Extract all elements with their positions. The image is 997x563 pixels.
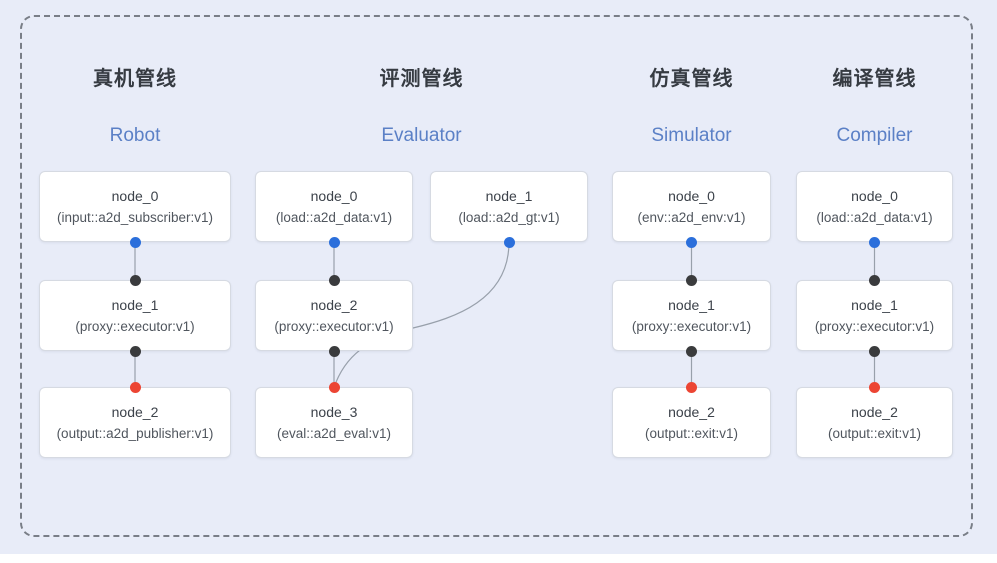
node-label: node_1 — [111, 296, 159, 313]
evaluator-node-1-output-port-dot — [503, 236, 515, 248]
robot-node-0-output-port-dot — [129, 236, 141, 248]
node-type: (load::a2d_data:v1) — [275, 209, 393, 225]
page-bottom-strip — [0, 554, 997, 563]
node-type: (load::a2d_gt:v1) — [458, 209, 560, 225]
robot-node-2-input-port-dot — [129, 381, 141, 393]
evaluator-node-2-input-port-dot — [328, 274, 340, 286]
simulator-node-0-output-port-dot — [686, 236, 697, 248]
node-type: (output::exit:v1) — [827, 425, 922, 441]
compiler-node-0: node_0 (load::a2d_data:v1) — [796, 171, 953, 242]
simulator-node-2: node_2 (output::exit:v1) — [612, 387, 771, 458]
node-label: node_2 — [851, 403, 898, 420]
simulator-title-en: Simulator — [651, 125, 732, 146]
node-label: node_1 — [485, 187, 533, 204]
simulator-node-1: node_1 (proxy::executor:v1) — [612, 280, 771, 351]
robot-title-en: Robot — [109, 125, 161, 146]
evaluator-node-0-output-port-dot — [328, 236, 340, 248]
evaluator-node-3: node_3 (eval::a2d_eval:v1) — [255, 387, 413, 458]
diagram-dashed-frame — [20, 15, 973, 537]
robot-node-2: node_2 (output::a2d_publisher:v1) — [39, 387, 231, 458]
node-type: (output::a2d_publisher:v1) — [56, 425, 214, 441]
robot-node-1-input-port-dot — [129, 274, 141, 286]
node-label: node_1 — [851, 296, 898, 313]
evaluator-node-1: node_1 (load::a2d_gt:v1) — [430, 171, 588, 242]
node-type: (load::a2d_data:v1) — [816, 209, 933, 225]
node-label: node_2 — [668, 403, 715, 420]
node-label: node_0 — [111, 187, 159, 204]
robot-title-zh: 真机管线 — [93, 68, 177, 90]
compiler-node-2-input-port-dot — [869, 381, 880, 393]
evaluator-node-3-input-port-dot — [328, 381, 340, 393]
simulator-title-zh: 仿真管线 — [649, 68, 734, 90]
node-type: (output::exit:v1) — [644, 425, 739, 441]
node-type: (eval::a2d_eval:v1) — [276, 425, 392, 441]
evaluator-node-2-output-port-dot — [328, 345, 340, 357]
node-label: node_3 — [310, 403, 358, 420]
compiler-node-2: node_2 (output::exit:v1) — [796, 387, 953, 458]
node-label: node_0 — [310, 187, 358, 204]
node-label: node_2 — [310, 296, 358, 313]
compiler-title-en: Compiler — [836, 125, 913, 146]
node-type: (proxy::executor:v1) — [75, 318, 195, 334]
evaluator-node-2: node_2 (proxy::executor:v1) — [255, 280, 413, 351]
evaluator-node-0: node_0 (load::a2d_data:v1) — [255, 171, 413, 242]
evaluator-title-en: Evaluator — [381, 125, 462, 146]
compiler-node-1-input-port-dot — [869, 274, 880, 286]
node-label: node_0 — [668, 187, 715, 204]
simulator-node-1-input-port-dot — [686, 274, 697, 286]
evaluator-title-zh: 评测管线 — [379, 68, 464, 90]
compiler-node-0-output-port-dot — [869, 236, 880, 248]
node-label: node_1 — [668, 296, 715, 313]
node-type: (proxy::executor:v1) — [631, 318, 752, 334]
node-label: node_0 — [851, 187, 898, 204]
node-type: (proxy::executor:v1) — [274, 318, 394, 334]
simulator-node-1-output-port-dot — [686, 345, 697, 357]
robot-node-1: node_1 (proxy::executor:v1) — [39, 280, 231, 351]
node-type: (env::a2d_env:v1) — [637, 209, 746, 225]
simulator-node-0: node_0 (env::a2d_env:v1) — [612, 171, 771, 242]
node-type: (input::a2d_subscriber:v1) — [56, 209, 214, 225]
robot-node-1-output-port-dot — [129, 345, 141, 357]
simulator-node-2-input-port-dot — [686, 381, 697, 393]
edge-evaluator-n1-n3-curved — [333, 241, 510, 387]
robot-node-0: node_0 (input::a2d_subscriber:v1) — [39, 171, 231, 242]
compiler-node-1-output-port-dot — [869, 345, 880, 357]
compiler-node-1: node_1 (proxy::executor:v1) — [796, 280, 953, 351]
node-label: node_2 — [111, 403, 159, 420]
compiler-title-zh: 编译管线 — [832, 68, 917, 90]
node-type: (proxy::executor:v1) — [814, 318, 935, 334]
